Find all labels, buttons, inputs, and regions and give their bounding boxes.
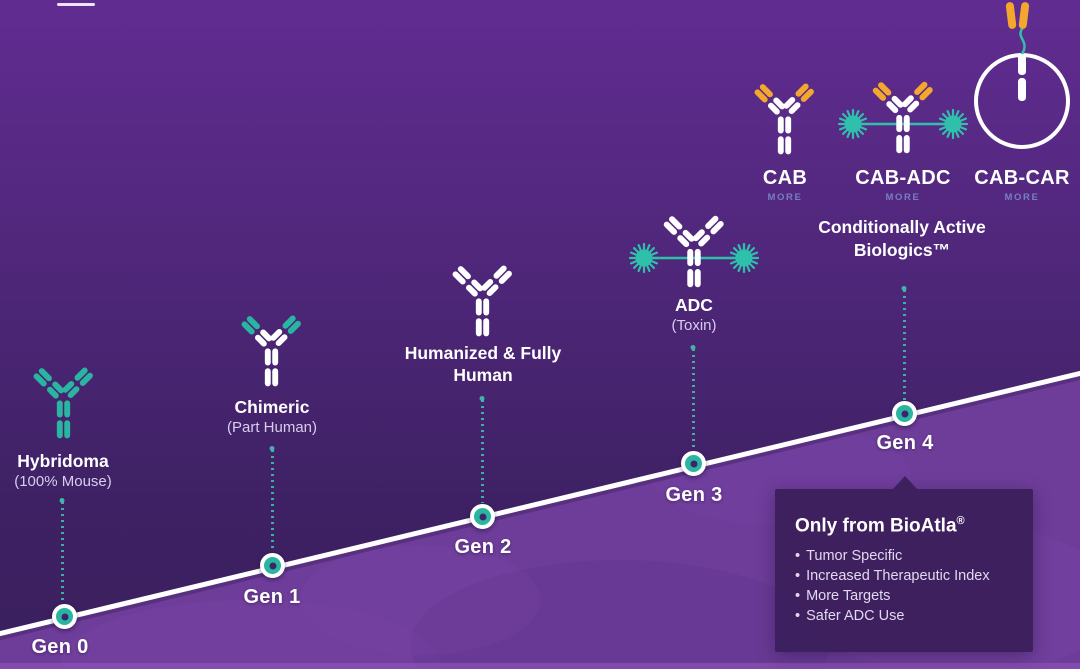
antibody-icon-hybridoma	[16, 350, 111, 445]
gen1-label: Gen 1	[243, 586, 301, 608]
heading-line2: Biologics™	[853, 240, 951, 260]
cab-more-link[interactable]: MORE	[767, 192, 803, 203]
callout-bullet: •Safer ADC Use	[795, 608, 905, 625]
toxin-burst-icon	[628, 242, 660, 274]
cab-adc-label: CAB-ADC	[855, 167, 951, 189]
gen0-timeline-marker[interactable]	[52, 604, 77, 629]
car-cell-icon-cab-car	[974, 2, 1070, 149]
cab-car-more-link[interactable]: MORE	[1004, 192, 1040, 203]
gen2-name-block: Humanized & Fully Human	[403, 342, 563, 386]
gen0-label: Gen 0	[31, 636, 89, 658]
antibody-icon-cab-adc	[837, 80, 969, 154]
gen3-timeline-marker[interactable]	[681, 451, 706, 476]
gen0-name: Hybridoma	[17, 451, 109, 471]
callout-bullet: •More Targets	[795, 588, 891, 605]
gen1-name-block: Chimeric (Part Human)	[182, 396, 362, 438]
callout-bullet: •Increased Therapeutic Index	[795, 568, 990, 585]
toxin-burst-icon	[728, 242, 760, 274]
top-dash	[57, 3, 95, 6]
antibody-icon-adc	[628, 214, 760, 288]
conditionally-active-biologics-heading: Conditionally Active Biologics™	[792, 216, 1012, 262]
callout-title: Only from BioAtla®	[795, 515, 965, 537]
gen0-subtitle: (100% Mouse)	[14, 473, 112, 490]
gen4-label: Gen 4	[876, 432, 934, 454]
gen2-timeline-marker[interactable]	[470, 504, 495, 529]
gen1-connector	[271, 450, 274, 552]
gen2-connector	[481, 400, 484, 503]
gen0-name-block: Hybridoma (100% Mouse)	[0, 450, 153, 492]
gen3-label: Gen 3	[665, 484, 723, 506]
gen0-connector	[61, 502, 64, 602]
cab-adc-more-link[interactable]: MORE	[885, 192, 921, 203]
callout-bullet: •Tumor Specific	[795, 548, 903, 565]
antibody-icon-chimeric	[224, 298, 319, 393]
gen3-connector	[692, 349, 695, 449]
gen4-connector	[903, 290, 906, 400]
heading-line1: Conditionally Active	[818, 217, 986, 237]
antibody-icon-humanized	[435, 248, 530, 343]
gen2-label: Gen 2	[454, 536, 512, 558]
cab-car-label: CAB-CAR	[974, 167, 1070, 189]
gen3-subtitle: (Toxin)	[671, 317, 717, 334]
gen3-name: ADC	[675, 295, 713, 315]
gen3-name-block: ADC (Toxin)	[604, 294, 784, 336]
antibody-icon-cab	[737, 66, 832, 161]
gen4-timeline-marker[interactable]	[892, 401, 917, 426]
callout-bullet-list: •Tumor Specific •Increased Therapeutic I…	[795, 546, 1033, 626]
gen1-timeline-marker[interactable]	[260, 553, 285, 578]
gen1-subtitle: (Part Human)	[226, 419, 318, 436]
toxin-burst-icon	[837, 108, 869, 140]
cab-label: CAB	[762, 167, 808, 189]
only-from-bioatla-callout: Only from BioAtla® •Tumor Specific •Incr…	[775, 476, 1033, 652]
registered-mark: ®	[956, 515, 965, 527]
gen2-name: Humanized & Fully Human	[404, 343, 562, 385]
gen1-name: Chimeric	[234, 397, 310, 417]
callout-pointer	[893, 476, 917, 489]
